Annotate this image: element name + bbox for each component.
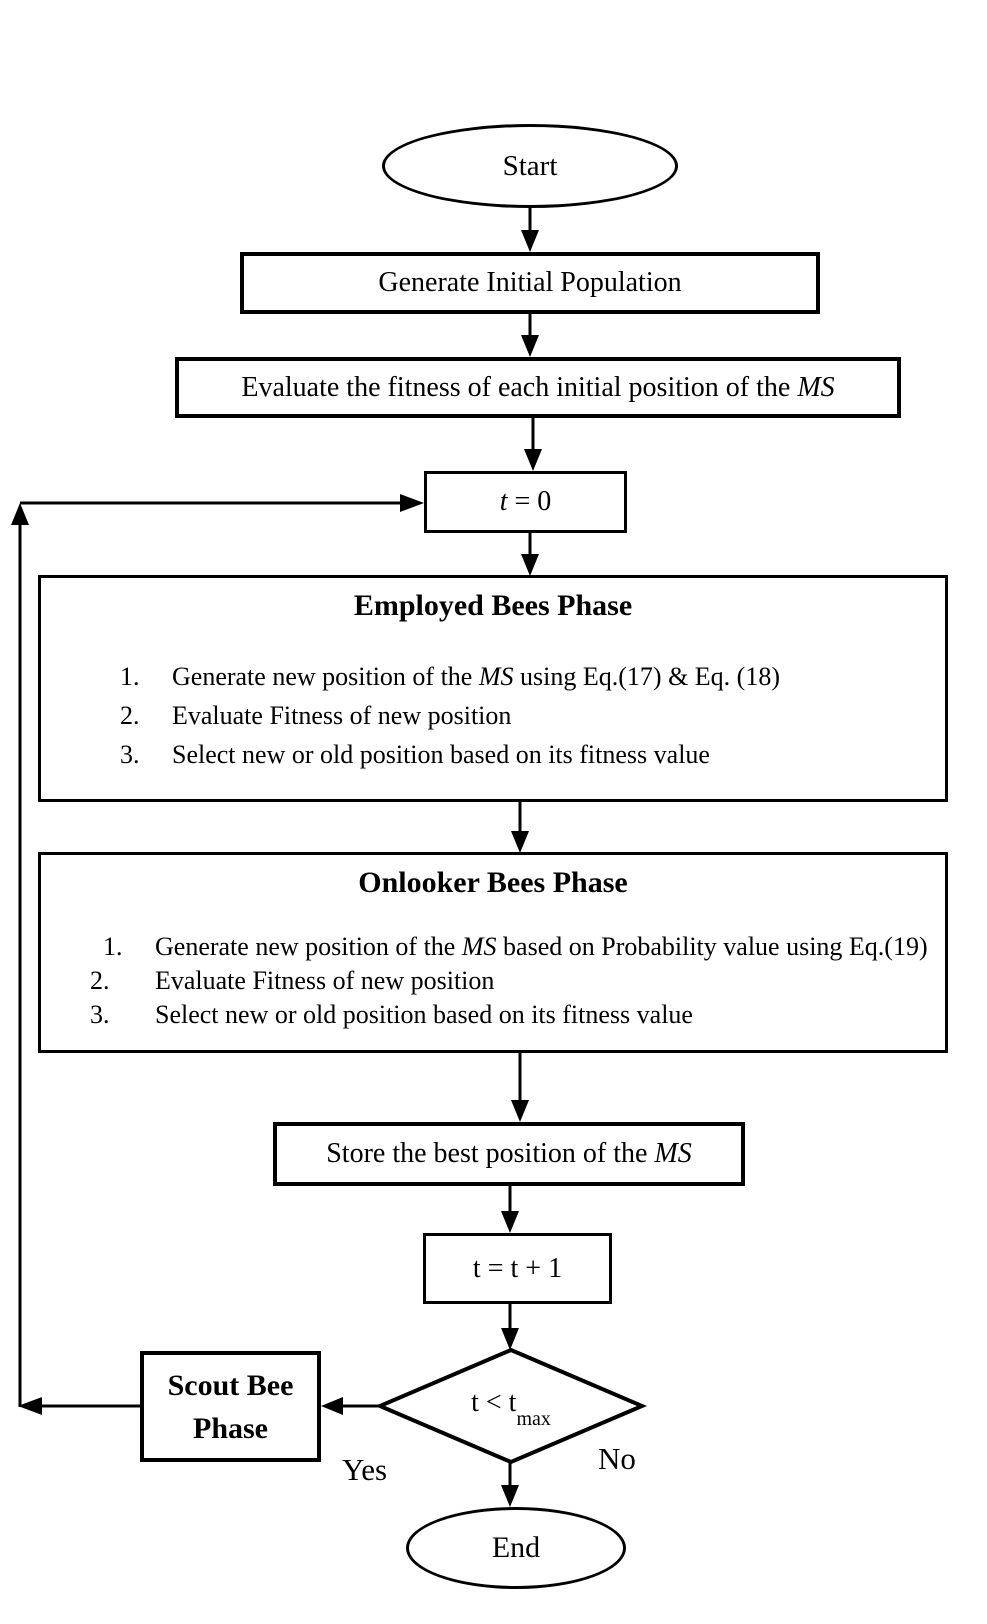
list-item-text: Evaluate Fitness of new position — [155, 966, 495, 995]
scout-bee-phase-node: Scout Bee Phase — [140, 1351, 321, 1462]
increment-t-node: t = t + 1 — [423, 1233, 612, 1304]
scout-phase-line2: Phase — [193, 1411, 268, 1445]
end-label: End — [491, 1531, 541, 1564]
arrowhead-decision-to-scout — [321, 1397, 343, 1415]
employed-bees-phase-node: Employed Bees Phase 1. Generate new posi… — [38, 575, 948, 802]
list-item: 2. Evaluate Fitness of new position — [41, 696, 945, 735]
arrowhead-loop-up — [11, 503, 29, 525]
generate-population-label: Generate Initial Population — [378, 267, 682, 298]
list-item-text: Select new or old position based on its … — [155, 1000, 693, 1029]
list-item: 1. Generate new position of the MS based… — [41, 930, 945, 964]
arrowhead-t0-to-employed — [521, 554, 539, 576]
arrowhead-evaluate-to-t0 — [524, 449, 542, 471]
list-item-text: Generate new position of the MS using Eq… — [172, 662, 780, 691]
decision-diamond — [374, 1347, 648, 1465]
onlooker-phase-list: 1. Generate new position of the MS based… — [41, 930, 945, 1032]
employed-phase-list: 1. Generate new position of the MS using… — [41, 657, 945, 774]
list-item-text: Select new or old position based on its … — [172, 740, 710, 769]
arrowhead-generate-to-evaluate — [521, 335, 539, 357]
arrowhead-loop-to-t0 — [400, 494, 424, 512]
onlooker-phase-title: Onlooker Bees Phase — [358, 866, 628, 899]
evaluate-fitness-label: Evaluate the fitness of each initial pos… — [241, 371, 835, 403]
arrowhead-increment-to-decision — [501, 1328, 519, 1350]
list-item: 2. Evaluate Fitness of new position — [41, 964, 945, 998]
arrowhead-employed-to-onlooker — [511, 831, 529, 853]
list-item-text: Evaluate Fitness of new position — [172, 701, 512, 730]
evaluate-fitness-node: Evaluate the fitness of each initial pos… — [175, 357, 901, 418]
arrowhead-decision-to-end — [501, 1485, 519, 1507]
end-node: End — [406, 1507, 626, 1589]
start-node: Start — [382, 124, 678, 208]
arrowhead-store-to-increment — [501, 1211, 519, 1233]
list-item: 3. Select new or old position based on i… — [41, 735, 945, 774]
generate-population-node: Generate Initial Population — [240, 252, 820, 314]
increment-t-label: t = t + 1 — [472, 1252, 563, 1284]
start-label: Start — [502, 149, 558, 182]
t-zero-node: t = 0 — [424, 471, 627, 533]
onlooker-bees-phase-node: Onlooker Bees Phase 1. Generate new posi… — [38, 852, 948, 1053]
decision-condition-label: t < tmax — [471, 1387, 551, 1430]
list-item-text: Generate new position of the MS based on… — [155, 932, 928, 961]
scout-phase-line1: Scout Bee — [167, 1368, 294, 1402]
list-item: 1. Generate new position of the MS using… — [41, 657, 945, 696]
t-zero-label: t = 0 — [499, 486, 552, 517]
yes-branch-label: Yes — [342, 1452, 388, 1487]
arrowhead-start-to-generate — [521, 230, 539, 252]
arrowhead-scout-to-loop — [18, 1397, 42, 1415]
store-best-position-label: Store the best position of the MS — [326, 1138, 692, 1169]
store-best-position-node: Store the best position of the MS — [273, 1122, 745, 1186]
list-item: 3. Select new or old position based on i… — [41, 998, 945, 1032]
employed-phase-title: Employed Bees Phase — [353, 589, 633, 622]
no-branch-label: No — [598, 1441, 636, 1476]
arrowhead-onlooker-to-store — [511, 1100, 529, 1122]
decision-subscript: max — [516, 1407, 551, 1430]
